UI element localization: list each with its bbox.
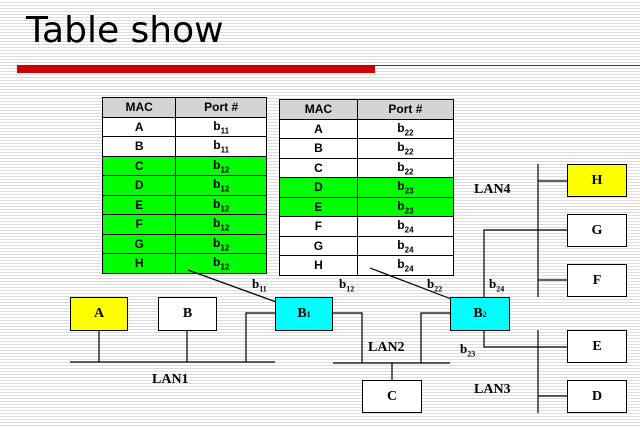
- arrow-table1-to-b1: [187, 269, 292, 308]
- bridge-label: B: [473, 306, 483, 321]
- host-h: H: [567, 164, 627, 197]
- port-cell: b12: [175, 214, 267, 235]
- lan3-line: [537, 330, 567, 413]
- port-cell: b12: [175, 175, 267, 196]
- port-b12: b12: [339, 276, 355, 294]
- host-label: A: [93, 306, 105, 321]
- host-d: D: [567, 380, 627, 413]
- mac-cell: C: [101, 155, 177, 176]
- port-cell: b12: [175, 233, 267, 254]
- port-b22: b22: [427, 276, 443, 294]
- host-label: B: [182, 306, 193, 321]
- title-underline: [17, 65, 375, 73]
- host-label: C: [386, 388, 398, 404]
- port-b11: b11: [252, 276, 267, 294]
- slide-title: Table show: [26, 10, 224, 51]
- mac-cell: D: [101, 175, 177, 196]
- host-f: F: [567, 264, 627, 297]
- column-header: Port #: [356, 99, 455, 120]
- bridge-sub: 2: [482, 309, 487, 319]
- port-cell: b23: [356, 177, 455, 198]
- host-label: F: [592, 272, 602, 288]
- mac-cell: H: [101, 253, 177, 274]
- lan3-label: LAN3: [474, 382, 511, 397]
- title-rule: [375, 65, 640, 66]
- column-header: Port #: [175, 97, 267, 118]
- lan4-line: [537, 164, 567, 297]
- host-e: E: [567, 330, 627, 363]
- port-cell: b12: [175, 253, 267, 274]
- column-header: MAC: [279, 99, 358, 120]
- port-cell: b22: [356, 138, 455, 159]
- lan4-label: LAN4: [474, 182, 511, 197]
- port-cell: b12: [175, 194, 267, 215]
- mac-cell: H: [279, 255, 358, 276]
- host-label: G: [591, 222, 603, 238]
- host-c: C: [362, 380, 422, 413]
- port-b24: b24: [489, 276, 505, 294]
- host-b: B: [158, 297, 217, 331]
- host-label: H: [591, 172, 603, 188]
- mac-cell: F: [101, 214, 177, 235]
- port-b23: b23: [460, 341, 476, 359]
- mac-cell: E: [279, 196, 358, 217]
- host-label: D: [591, 388, 603, 404]
- bridge-label: B: [297, 306, 307, 321]
- lan2-label: LAN2: [368, 340, 405, 355]
- mac-cell: E: [101, 194, 177, 215]
- host-a: A: [70, 297, 128, 331]
- lan1-label: LAN1: [152, 372, 189, 387]
- bridge-sub: 1: [306, 309, 311, 319]
- port-cell: b24: [356, 255, 455, 276]
- host-g: G: [567, 214, 627, 247]
- port-cell: b23: [356, 196, 455, 217]
- host-label: E: [592, 338, 602, 354]
- column-header: MAC: [101, 97, 177, 118]
